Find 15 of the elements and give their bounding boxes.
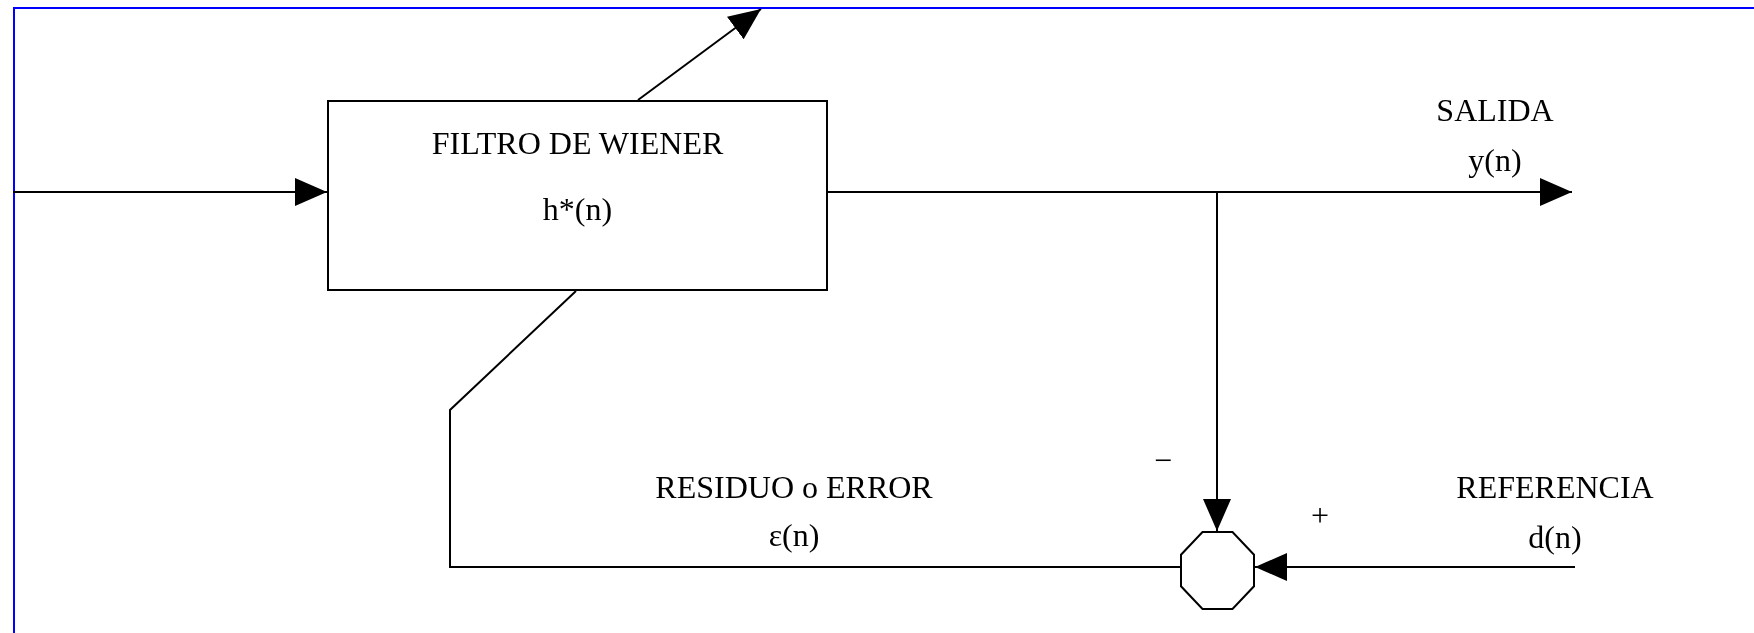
- signal-name: SALIDA: [1436, 91, 1554, 129]
- signal-symbol: d(n): [1528, 518, 1582, 556]
- signal-name: REFERENCIA: [1456, 468, 1654, 506]
- signal-label: RESIDUO o ERROR: [655, 468, 933, 506]
- signal-label: +: [1311, 496, 1329, 534]
- signal-symbol: y(n): [1468, 141, 1522, 179]
- block-title: FILTRO DE WIENER: [431, 124, 724, 162]
- signal-label: −: [1154, 441, 1172, 479]
- transfer-function: h*(n): [542, 190, 613, 228]
- arrow: [1254, 553, 1576, 581]
- arrow: [637, 8, 762, 101]
- arrow: [12, 178, 328, 206]
- filter-box: [327, 100, 828, 291]
- summing-junction: [1180, 531, 1255, 610]
- signal-label: ε(n): [768, 516, 820, 554]
